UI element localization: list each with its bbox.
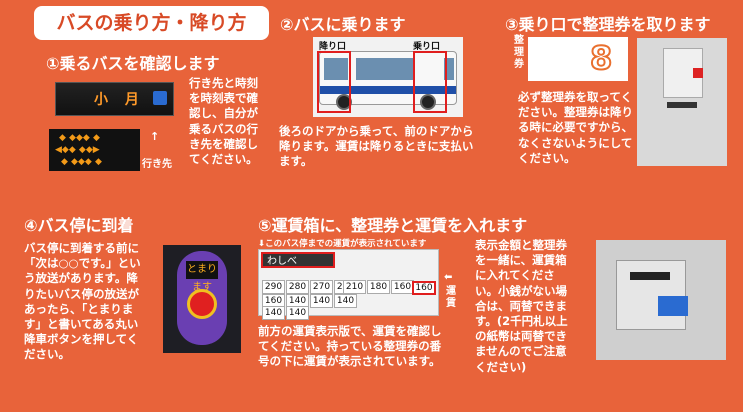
- fare-cell: 210: [343, 280, 366, 294]
- fare-row-3: 140 140: [262, 306, 310, 320]
- ticket-label: 整理券: [514, 35, 524, 70]
- fare-cell: 140: [310, 294, 333, 308]
- text-line: を一緒に、運賃箱: [475, 253, 567, 268]
- text-line: ませんのでご注意: [475, 344, 567, 359]
- text-line: 号の下に運賃が表示されています。: [258, 354, 441, 369]
- text-line: す。(2千円札以上: [475, 314, 568, 329]
- step3-text: 必ず整理券を取ってく ださい。整理券は降り る時に必要ですから、 なくさないよう…: [518, 90, 633, 166]
- fare-cell: 140: [334, 294, 357, 308]
- text-line: き先を確認し: [189, 136, 258, 151]
- text-line: 後ろのドアから乗って、前のドアから: [279, 124, 474, 138]
- fare-cell: 180: [367, 280, 390, 294]
- text-line: あったら、「とまりま: [24, 301, 134, 316]
- fare-cell: 140: [262, 306, 285, 320]
- fare-cell: 270: [310, 280, 333, 294]
- text-line: 前方の運賃表示版で、運賃を確認し: [258, 324, 442, 338]
- fare-box: [616, 260, 686, 330]
- led-row-top: ◆ ◆◆◆ ◆: [59, 133, 100, 143]
- bus-wheel: [336, 94, 352, 110]
- text-line: なくさないようにして: [518, 135, 633, 150]
- destination-sign-photo: 小 月: [55, 82, 174, 116]
- destination-label: 行き先: [142, 159, 172, 170]
- text-line: ださい。整理券は降り: [518, 105, 633, 120]
- sign-route-text: 小 月: [94, 92, 145, 108]
- bus-stripe: [320, 86, 456, 94]
- ticket-number: 8: [589, 38, 613, 78]
- text-line: ださい。: [24, 347, 70, 362]
- step5-title: ⑤運賃箱に、整理券と運賃を入れます: [258, 216, 528, 235]
- text-line: りたいバス停の放送が: [24, 286, 139, 301]
- stop-button-housing: とまります: [177, 251, 227, 345]
- up-arrow-icon: ↑: [150, 130, 160, 143]
- fare-display-photo: わしべ 290 280 270 240 160 140 140 140 140 …: [258, 249, 439, 320]
- ticket-slot: [667, 102, 697, 108]
- text-line: 認し、自分が: [189, 106, 258, 121]
- exit-door-highlight: [317, 51, 351, 113]
- wheelchair-icon: [153, 91, 167, 105]
- fare-cell: 280: [286, 280, 309, 294]
- text-line: 乗るバスの行: [189, 121, 258, 136]
- text-line: 必ず整理券を取ってく: [518, 90, 633, 104]
- fare-display-caption: ⬇このバス停までの運賃が表示されています: [258, 239, 427, 249]
- text-line: 「次は○○です。」とい: [24, 256, 141, 271]
- fare-unit-label: 運賃: [446, 286, 456, 309]
- stop-button-display: とまります: [186, 261, 218, 293]
- text-line: ください。: [518, 150, 576, 165]
- page-title: バスの乗り方・降り方: [34, 6, 269, 40]
- text-line: 表示金額と整理券: [475, 238, 567, 252]
- text-line: を時刻表で確: [189, 91, 258, 106]
- text-line: い。小銭がない場: [475, 283, 567, 298]
- text-line: の紙幣は両替でき: [475, 329, 567, 344]
- text-line: ください): [475, 359, 527, 374]
- fare-stop-name: わしべ: [261, 252, 335, 268]
- step1-title: ①乗るバスを確認します: [46, 54, 220, 73]
- step4-text: バス停に到着する前に 「次は○○です。」とい う放送があります。降 りたいバス停…: [24, 241, 141, 363]
- text-line: に入れてくださ: [475, 268, 555, 283]
- bus-window: [444, 58, 454, 80]
- indicator-light: [693, 68, 703, 78]
- left-arrow-icon: ⬅: [444, 272, 453, 283]
- ticket-machine-photo: [637, 38, 727, 166]
- fare-highlight: 160: [412, 281, 436, 295]
- text-line: てください。: [189, 152, 258, 167]
- fare-cell: 160: [391, 280, 414, 294]
- text-line: 降車ボタンを押してく: [24, 332, 139, 347]
- led-row-mid: ◀◆◆ ◆◆▶: [55, 145, 100, 155]
- entry-door-label: 乗り口: [413, 42, 441, 52]
- step1-text: 行き先と時刻 を時刻表で確 認し、自分が 乗るバスの行 き先を確認し てください…: [189, 76, 258, 167]
- text-line: す」と書いてある丸い: [24, 317, 139, 332]
- ticket-image: 8: [528, 37, 628, 81]
- step3-title: ③乗り口で整理券を取ります: [505, 15, 711, 34]
- fare-box-photo: [596, 240, 726, 360]
- stop-button-icon: [187, 289, 217, 319]
- step5-side-text: 表示金額と整理券 を一緒に、運賃箱 に入れてくださ い。小銭がない場 合は、両替…: [475, 238, 568, 375]
- text-line: ます。: [279, 154, 313, 169]
- fare-row-right: 210 180 160: [343, 280, 415, 294]
- bus-window: [356, 58, 414, 80]
- text-line: てください。持っている整理券の番: [258, 339, 442, 354]
- step4-title: ④バス停に到着: [24, 216, 134, 235]
- led-sign-photo: ◆ ◆◆◆ ◆ ◀◆◆ ◆◆▶ ◆ ◆◆◆ ◆: [49, 129, 140, 171]
- text-line: 行き先と時刻: [189, 76, 258, 90]
- fare-cell: 290: [262, 280, 285, 294]
- bus-photo: 降り口 乗り口: [313, 37, 463, 117]
- text-line: バス停に到着する前に: [24, 241, 139, 255]
- step2-text: 後ろのドアから乗って、前のドアから 降ります。運賃は降りるときに支払い ます。: [279, 124, 473, 170]
- led-row-bot: ◆ ◆◆◆ ◆: [61, 157, 102, 167]
- text-line: 降ります。運賃は降りるときに支払い: [279, 139, 474, 154]
- stop-button-photo: とまります: [163, 245, 241, 353]
- bus-wheel: [420, 94, 436, 110]
- bus-body: [319, 51, 457, 110]
- exit-door-label: 降り口: [319, 42, 347, 52]
- coin-slot: [630, 272, 670, 280]
- fare-box-display: [658, 296, 688, 316]
- step2-title: ②バスに乗ります: [280, 15, 406, 34]
- bus-window: [324, 58, 348, 80]
- text-line: 合は、両替できま: [475, 298, 567, 313]
- fare-cell: 140: [286, 306, 309, 320]
- entry-door-highlight: [413, 51, 447, 113]
- text-line: る時に必要ですから、: [518, 120, 633, 135]
- text-line: う放送があります。降: [24, 271, 138, 286]
- step5-text: 前方の運賃表示版で、運賃を確認し てください。持っている整理券の番 号の下に運賃…: [258, 324, 442, 370]
